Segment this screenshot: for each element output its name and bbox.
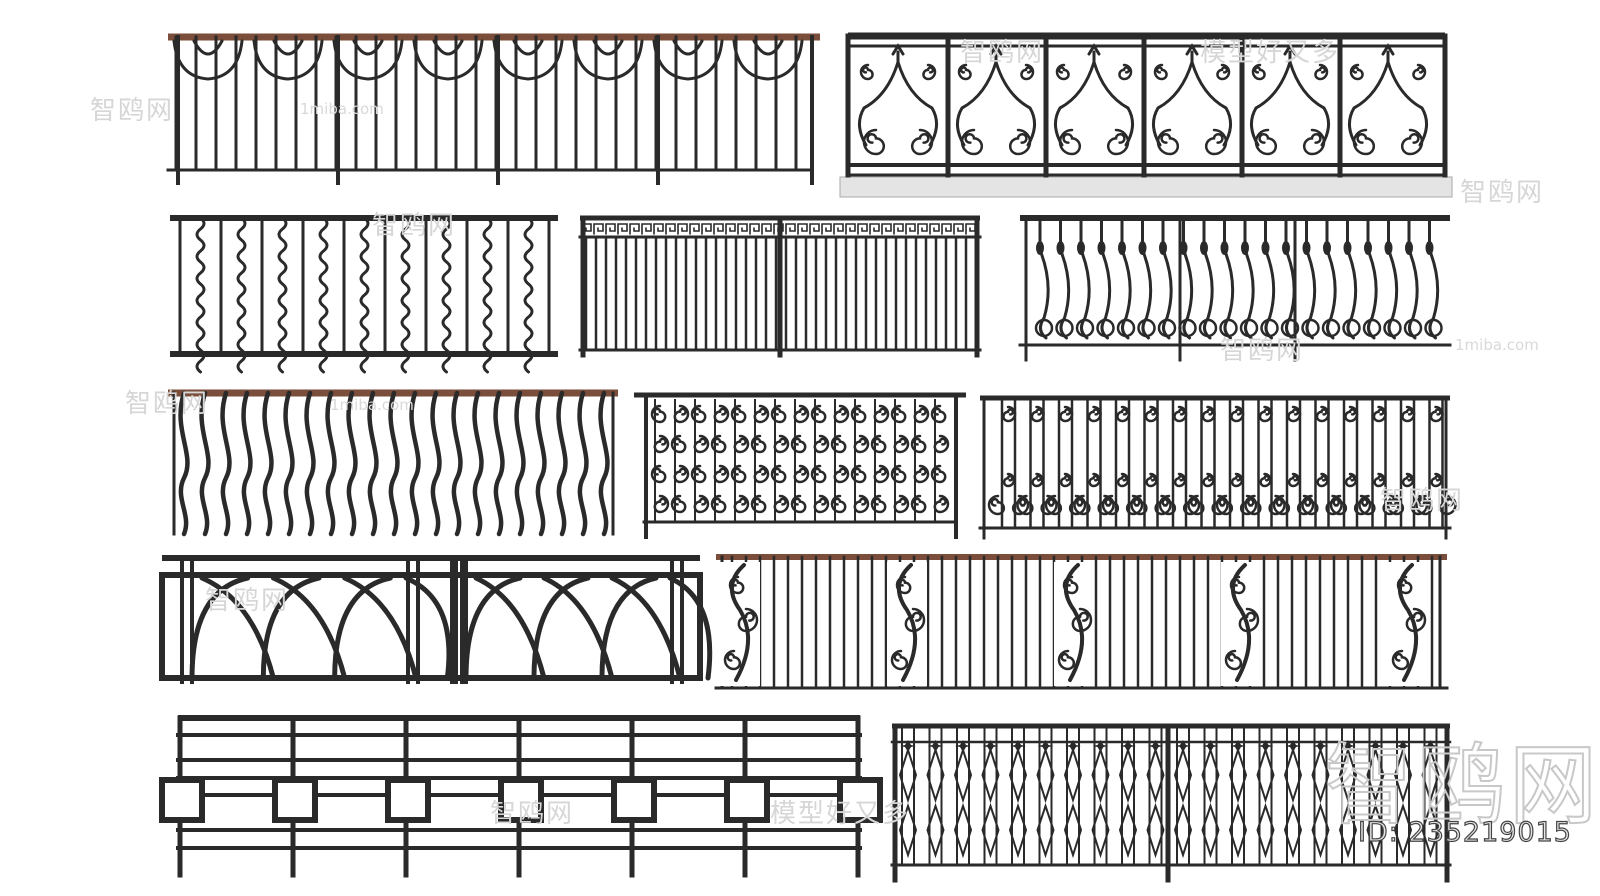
railing-2 [839, 32, 1453, 198]
railing-1 [166, 33, 820, 185]
image-id-label: ID: 235219015 [1357, 816, 1572, 848]
handrail [162, 555, 700, 561]
square-block [837, 777, 883, 823]
stone-base [839, 176, 1453, 198]
square-block [498, 777, 544, 823]
railing-5 [1018, 215, 1452, 362]
square-block [385, 777, 431, 823]
railing-11 [159, 715, 883, 878]
railing-6 [168, 389, 618, 537]
railing-9 [159, 555, 713, 684]
handrail [168, 33, 820, 41]
railing-8 [978, 395, 1457, 540]
square-block [272, 777, 318, 823]
railing-4 [578, 215, 982, 358]
handrail [170, 351, 558, 357]
square-block [611, 777, 657, 823]
handrail [892, 723, 1450, 729]
railing-3 [170, 215, 558, 374]
square-block [724, 777, 770, 823]
railing-12 [890, 723, 1452, 883]
square-block [159, 777, 205, 823]
railing-7 [634, 392, 966, 539]
railing-10 [714, 554, 1449, 690]
handrail [634, 392, 966, 398]
handrail [1020, 215, 1450, 221]
